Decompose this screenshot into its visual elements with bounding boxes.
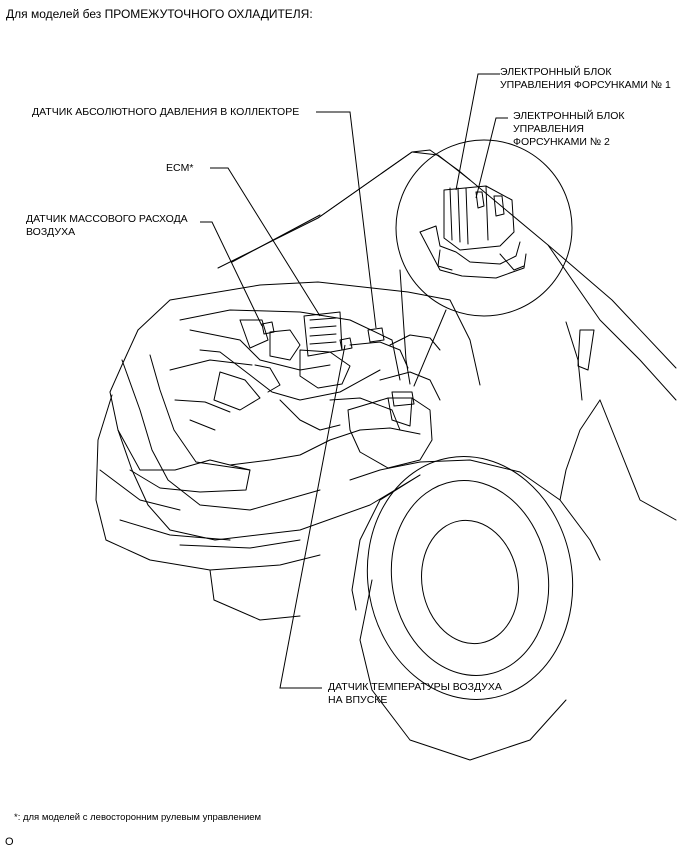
page-mark: O	[5, 836, 14, 848]
label-maf-line2: ВОЗДУХА	[26, 226, 76, 238]
label-ecu2-line3: ФОРСУНКАМИ № 2	[513, 136, 610, 148]
windshield-outline	[217, 149, 677, 369]
wheel-arch-outline	[349, 459, 601, 561]
page-title: Для моделей без ПРОМЕЖУТОЧНОГО ОХЛАДИТЕЛ…	[6, 7, 313, 21]
injector-driver-area	[347, 397, 433, 469]
label-maf-line1: ДАТЧИК МАССОВОГО РАСХОДА	[26, 213, 188, 225]
label-ecm: ECM*	[166, 162, 194, 174]
iat-sensor	[339, 337, 353, 351]
label-ecu2-line1: ЭЛЕКТРОННЫЙ БЛОК	[513, 110, 625, 122]
hood-outline	[137, 281, 481, 386]
leader-maf	[200, 221, 263, 327]
headlight-outline	[117, 429, 251, 493]
engine-block	[179, 309, 401, 381]
leader-ecm	[210, 167, 321, 317]
ecu-bracket	[419, 225, 521, 265]
leader-map	[316, 111, 377, 329]
label-iat-line1: ДАТЧИК ТЕМПЕРАТУРЫ ВОЗДУХА	[328, 681, 502, 693]
maf-sensor	[261, 321, 275, 335]
label-map-sensor: ДАТЧИК АБСОЛЮТНОГО ДАВЛЕНИЯ В КОЛЛЕКТОРЕ	[32, 106, 300, 118]
map-sensor	[367, 327, 385, 343]
zoom-bubble	[395, 139, 573, 317]
leader-ecu2	[475, 117, 508, 199]
label-ecu2-line2: УПРАВЛЕНИЯ	[513, 123, 585, 135]
front-wheel	[366, 456, 574, 700]
leader-ecu1	[455, 73, 500, 191]
footnote: *: для моделей с левосторонним рулевым у…	[14, 812, 262, 823]
label-ecu1-line1: ЭЛЕКТРОННЫЙ БЛОК	[500, 66, 612, 78]
leader-iat	[279, 344, 346, 689]
label-ecu1-line2: УПРАВЛЕНИЯ ФОРСУНКАМИ № 1	[500, 79, 671, 91]
label-iat-line2: НА ВПУСКЕ	[328, 694, 388, 706]
grille-outline	[109, 391, 421, 541]
